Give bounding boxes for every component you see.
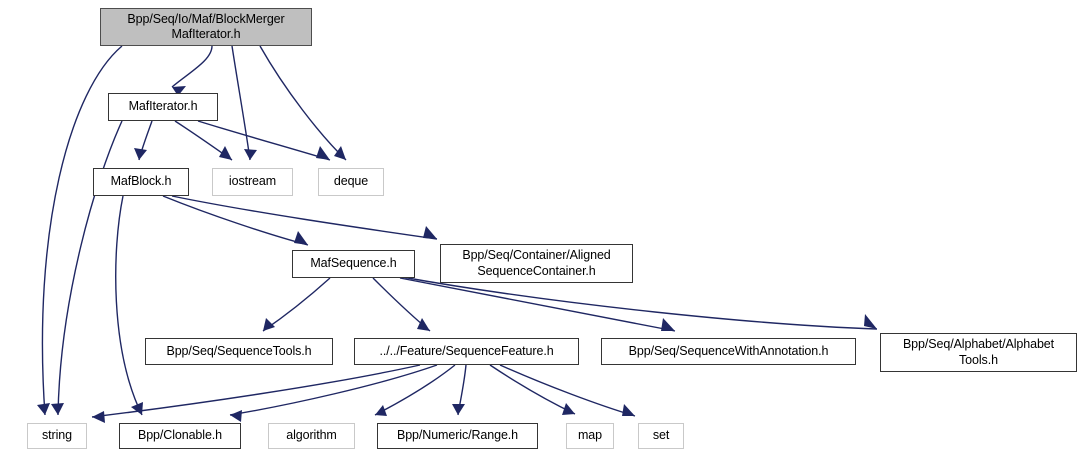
graph-node-seqfeature[interactable]: ../../Feature/SequenceFeature.h: [354, 338, 579, 365]
edge-root-to-string: [37, 45, 123, 416]
edge-mafblock-to-mafsequence: [162, 195, 309, 246]
edge-mafiterator-to-mafblock: [134, 120, 153, 161]
arrowhead-icon: [452, 404, 465, 415]
arrowhead-icon: [134, 148, 147, 160]
edge-line: [499, 364, 636, 417]
edge-root-to-iostream: [231, 45, 257, 161]
edge-seqfeature-to-algorithm: [374, 364, 456, 416]
edge-mafsequence-to-seqfeature: [372, 277, 431, 332]
graph-node-clonable[interactable]: Bpp/Clonable.h: [119, 423, 241, 449]
arrowhead-icon: [334, 146, 346, 160]
edge-line: [259, 45, 347, 161]
edge-line: [57, 120, 123, 416]
edge-mafsequence-to-seqtools: [262, 277, 331, 332]
edge-seqfeature-to-clonable: [229, 364, 438, 422]
edge-root-to-mafiterator: [171, 45, 213, 96]
arrowhead-icon: [37, 403, 50, 415]
edge-line: [162, 195, 309, 246]
graph-node-algorithm[interactable]: algorithm: [268, 423, 355, 449]
graph-node-seqtools[interactable]: Bpp/Seq/SequenceTools.h: [145, 338, 333, 365]
graph-node-mafiterator[interactable]: MafIterator.h: [108, 93, 218, 121]
graph-node-string[interactable]: string: [27, 423, 87, 449]
graph-node-root: Bpp/Seq/Io/Maf/BlockMerger MafIterator.h: [100, 8, 312, 46]
edge-mafiterator-to-deque: [197, 120, 331, 161]
edge-mafsequence-to-seqwithann: [399, 277, 676, 332]
edge-mafiterator-to-string: [51, 120, 123, 416]
graph-node-set[interactable]: set: [638, 423, 684, 449]
edge-line: [197, 120, 331, 161]
edge-mafblock-to-alignedsc: [171, 195, 438, 240]
graph-node-deque[interactable]: deque: [318, 168, 384, 196]
arrowhead-icon: [864, 314, 877, 329]
arrowhead-icon: [92, 411, 105, 423]
arrowhead-icon: [230, 410, 242, 422]
arrowhead-icon: [294, 231, 308, 245]
edge-line: [231, 45, 251, 161]
edge-mafiterator-to-iostream: [174, 120, 233, 161]
graph-node-mafblock[interactable]: MafBlock.h: [93, 168, 189, 196]
arrowhead-icon: [172, 86, 186, 96]
graph-node-map[interactable]: map: [566, 423, 614, 449]
arrowhead-icon: [375, 405, 387, 416]
edge-seqfeature-to-string: [91, 364, 421, 423]
graph-node-iostream[interactable]: iostream: [212, 168, 293, 196]
edge-root-to-deque: [259, 45, 347, 161]
graph-node-seqwithann[interactable]: Bpp/Seq/SequenceWithAnnotation.h: [601, 338, 856, 365]
edge-seqfeature-to-range: [452, 364, 467, 416]
edge-line: [229, 364, 438, 416]
graph-node-alignedsc[interactable]: Bpp/Seq/Container/Aligned SequenceContai…: [440, 244, 633, 283]
edge-seqfeature-to-map: [489, 364, 576, 415]
arrowhead-icon: [263, 318, 275, 331]
arrowhead-icon: [423, 226, 437, 239]
arrowhead-icon: [51, 403, 64, 415]
arrowhead-icon: [417, 318, 430, 331]
arrowhead-icon: [562, 403, 575, 415]
arrowhead-icon: [622, 404, 635, 416]
edge-line: [262, 277, 331, 332]
arrowhead-icon: [219, 146, 232, 160]
edge-mafsequence-to-alphabettools: [401, 276, 878, 330]
edge-line: [41, 45, 123, 416]
edge-line: [91, 364, 421, 418]
edge-line: [171, 195, 438, 240]
arrowhead-icon: [131, 402, 143, 415]
graph-node-range[interactable]: Bpp/Numeric/Range.h: [377, 423, 538, 449]
arrowhead-icon: [244, 149, 257, 160]
edge-line: [399, 277, 676, 332]
edge-line: [115, 195, 143, 416]
edge-line: [171, 45, 213, 88]
arrowhead-icon: [661, 318, 675, 331]
graph-node-mafsequence[interactable]: MafSequence.h: [292, 250, 415, 278]
edge-seqfeature-to-set: [499, 364, 636, 417]
edge-line: [401, 276, 878, 330]
edge-mafblock-to-clonable: [115, 195, 143, 416]
edge-line: [489, 364, 576, 415]
graph-node-alphabettools[interactable]: Bpp/Seq/Alphabet/Alphabet Tools.h: [880, 333, 1077, 372]
arrowhead-icon: [316, 146, 330, 160]
